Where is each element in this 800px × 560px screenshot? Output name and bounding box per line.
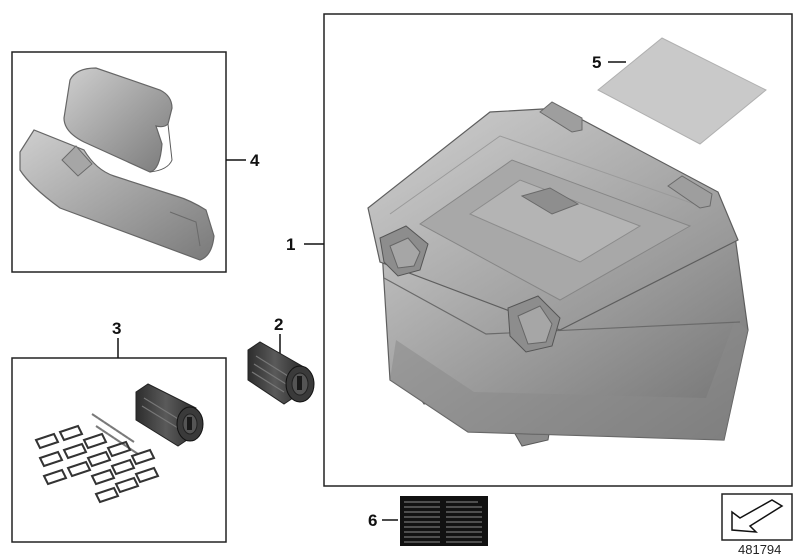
- backrest-pad: [63, 67, 173, 173]
- lockset-frame: [11, 357, 227, 543]
- lockset-cylinder: [135, 383, 204, 447]
- doc-reference-arrow-icon: [731, 499, 784, 533]
- lockset-clips: [34, 424, 160, 504]
- label-part-6: [400, 496, 488, 546]
- pads-frame: [11, 51, 227, 273]
- topcase-frame: [323, 13, 793, 487]
- doc-number: 481794: [738, 542, 781, 557]
- topcase-illustration: [367, 101, 749, 447]
- callout-5: 5: [592, 53, 601, 72]
- callout-4: 4: [250, 151, 260, 170]
- sheet-part-5: [597, 37, 767, 145]
- callout-1: 1: [286, 235, 295, 254]
- lock-cylinder: [247, 341, 315, 405]
- callout-2: 2: [274, 315, 283, 334]
- callout-3: 3: [112, 319, 121, 338]
- grab-rail-pad: [19, 129, 215, 261]
- callout-6: 6: [368, 511, 377, 530]
